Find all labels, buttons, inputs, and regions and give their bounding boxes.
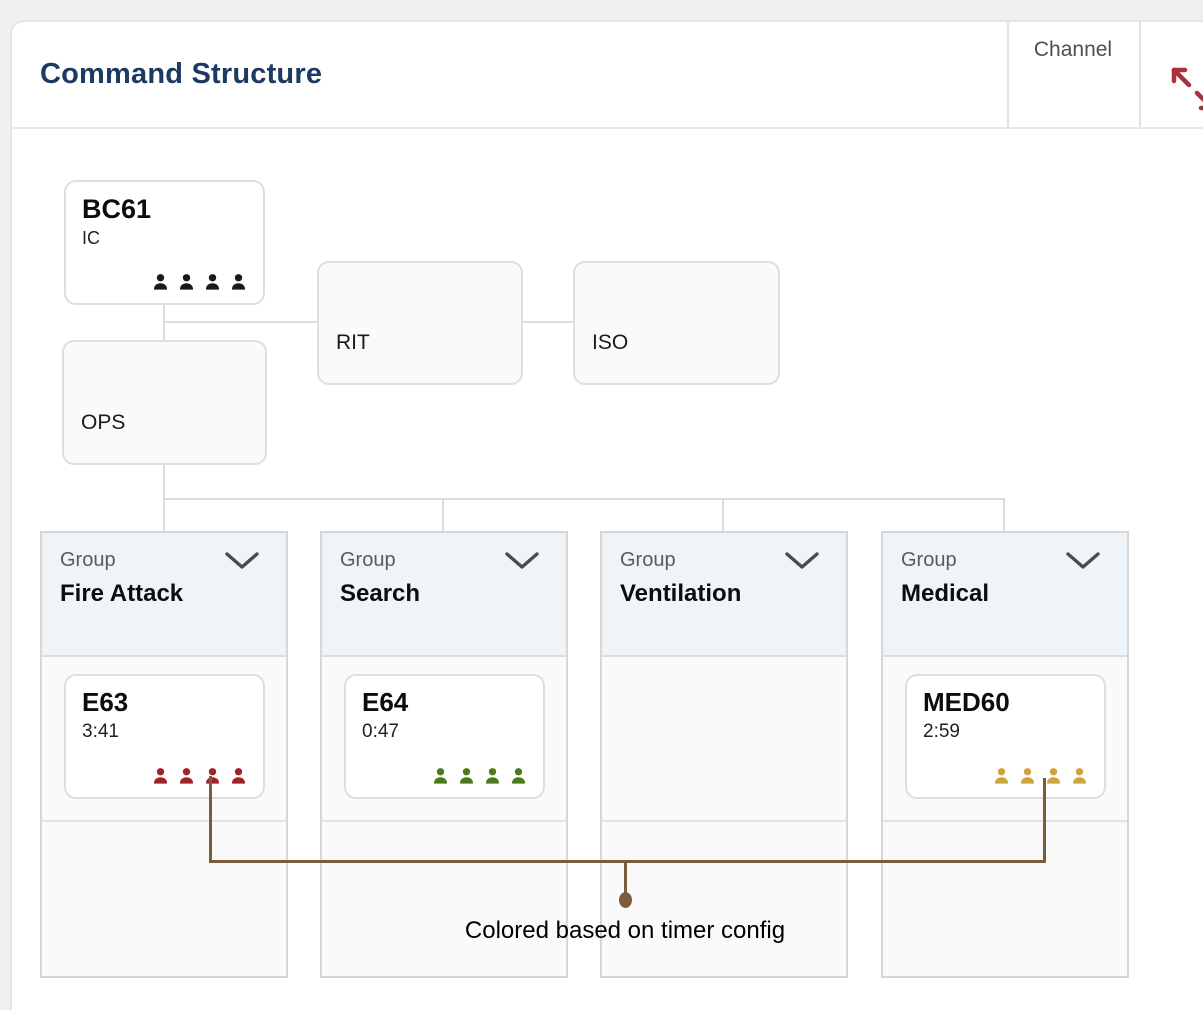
unit-card-e63[interactable]: E63 3:41 bbox=[64, 674, 265, 799]
group-kind-label: Group bbox=[620, 549, 676, 571]
header-divider bbox=[1139, 22, 1141, 127]
header-divider bbox=[1007, 22, 1009, 127]
group-column-medical: Group Medical MED60 2:59 bbox=[881, 531, 1129, 978]
connector-drop-search bbox=[442, 498, 444, 531]
person-icon bbox=[231, 768, 246, 784]
chevron-down-icon[interactable] bbox=[504, 551, 540, 573]
annotation-dot bbox=[619, 892, 632, 908]
annotation-line-med60 bbox=[1043, 778, 1046, 862]
group-kind-label: Group bbox=[340, 549, 396, 571]
chevron-down-icon[interactable] bbox=[224, 551, 260, 573]
connector-groups-rail bbox=[164, 498, 1005, 500]
group-header: Group Fire Attack bbox=[42, 533, 286, 655]
group-name: Search bbox=[340, 580, 421, 607]
unit-timer: 3:41 bbox=[82, 720, 119, 742]
group-header: Group Ventilation bbox=[602, 533, 846, 655]
crew-icons bbox=[992, 767, 1089, 786]
chevron-down-icon[interactable] bbox=[1065, 551, 1101, 573]
unit-card-iso[interactable]: ISO bbox=[573, 261, 780, 385]
connector-drop-medical bbox=[1003, 498, 1005, 531]
annotation-line-horizontal bbox=[209, 860, 1046, 863]
group-kind-label: Group bbox=[901, 549, 957, 571]
unit-name: E64 bbox=[362, 687, 409, 717]
unit-card-rit[interactable]: RIT bbox=[317, 261, 523, 385]
person-icon bbox=[1046, 768, 1061, 784]
annotation-line-branch bbox=[624, 860, 627, 896]
header-border bbox=[11, 127, 1203, 129]
group-footer bbox=[42, 820, 286, 976]
crew-icons bbox=[151, 767, 248, 786]
page-title: Command Structure bbox=[40, 58, 323, 90]
expand-icon[interactable] bbox=[1164, 52, 1203, 112]
group-footer bbox=[883, 820, 1127, 976]
unit-card-ops[interactable]: OPS bbox=[62, 340, 267, 465]
annotation-line-e63 bbox=[209, 776, 212, 862]
person-icon bbox=[179, 274, 194, 290]
connector-to-rit bbox=[164, 321, 317, 323]
unit-timer: 2:59 bbox=[923, 720, 960, 742]
channel-column-header: Channel bbox=[1033, 38, 1113, 61]
person-icon bbox=[433, 768, 448, 784]
unit-card-e64[interactable]: E64 0:47 bbox=[344, 674, 545, 799]
group-name: Ventilation bbox=[620, 580, 742, 607]
person-icon bbox=[153, 768, 168, 784]
connector-rit-iso bbox=[523, 321, 573, 323]
group-header: Group Medical bbox=[883, 533, 1127, 655]
person-icon bbox=[994, 768, 1009, 784]
annotation-label: Colored based on timer config bbox=[464, 917, 786, 944]
person-icon bbox=[205, 768, 220, 784]
group-kind-label: Group bbox=[60, 549, 116, 571]
unit-card-bc61[interactable]: BC61 IC bbox=[64, 180, 265, 305]
person-icon bbox=[205, 274, 220, 290]
person-icon bbox=[153, 274, 168, 290]
group-footer bbox=[322, 820, 566, 976]
crew-icons bbox=[431, 767, 528, 786]
unit-name: E63 bbox=[82, 687, 129, 717]
unit-name: MED60 bbox=[923, 687, 1010, 717]
group-column-search: Group Search E64 0:47 bbox=[320, 531, 568, 978]
person-icon bbox=[459, 768, 474, 784]
connector-drop-ventilation bbox=[722, 498, 724, 531]
group-name: Fire Attack bbox=[60, 580, 184, 607]
unit-name: OPS bbox=[81, 411, 126, 434]
crew-icons bbox=[151, 273, 248, 292]
group-body: E64 0:47 bbox=[322, 655, 566, 820]
group-body bbox=[602, 655, 846, 820]
person-icon bbox=[1020, 768, 1035, 784]
unit-name: BC61 bbox=[82, 194, 152, 224]
group-column-fire-attack: Group Fire Attack E63 3:41 bbox=[40, 531, 288, 978]
unit-role: IC bbox=[82, 228, 100, 249]
unit-timer: 0:47 bbox=[362, 720, 399, 742]
chevron-down-icon[interactable] bbox=[784, 551, 820, 573]
group-header: Group Search bbox=[322, 533, 566, 655]
unit-card-med60[interactable]: MED60 2:59 bbox=[905, 674, 1106, 799]
person-icon bbox=[231, 274, 246, 290]
person-icon bbox=[485, 768, 500, 784]
group-name: Medical bbox=[901, 580, 990, 607]
unit-name: ISO bbox=[592, 331, 629, 354]
person-icon bbox=[1072, 768, 1087, 784]
person-icon bbox=[511, 768, 526, 784]
group-footer bbox=[602, 820, 846, 976]
unit-name: RIT bbox=[336, 331, 370, 354]
group-body: E63 3:41 bbox=[42, 655, 286, 820]
group-body: MED60 2:59 bbox=[883, 655, 1127, 820]
person-icon bbox=[179, 768, 194, 784]
group-column-ventilation: Group Ventilation bbox=[600, 531, 848, 978]
